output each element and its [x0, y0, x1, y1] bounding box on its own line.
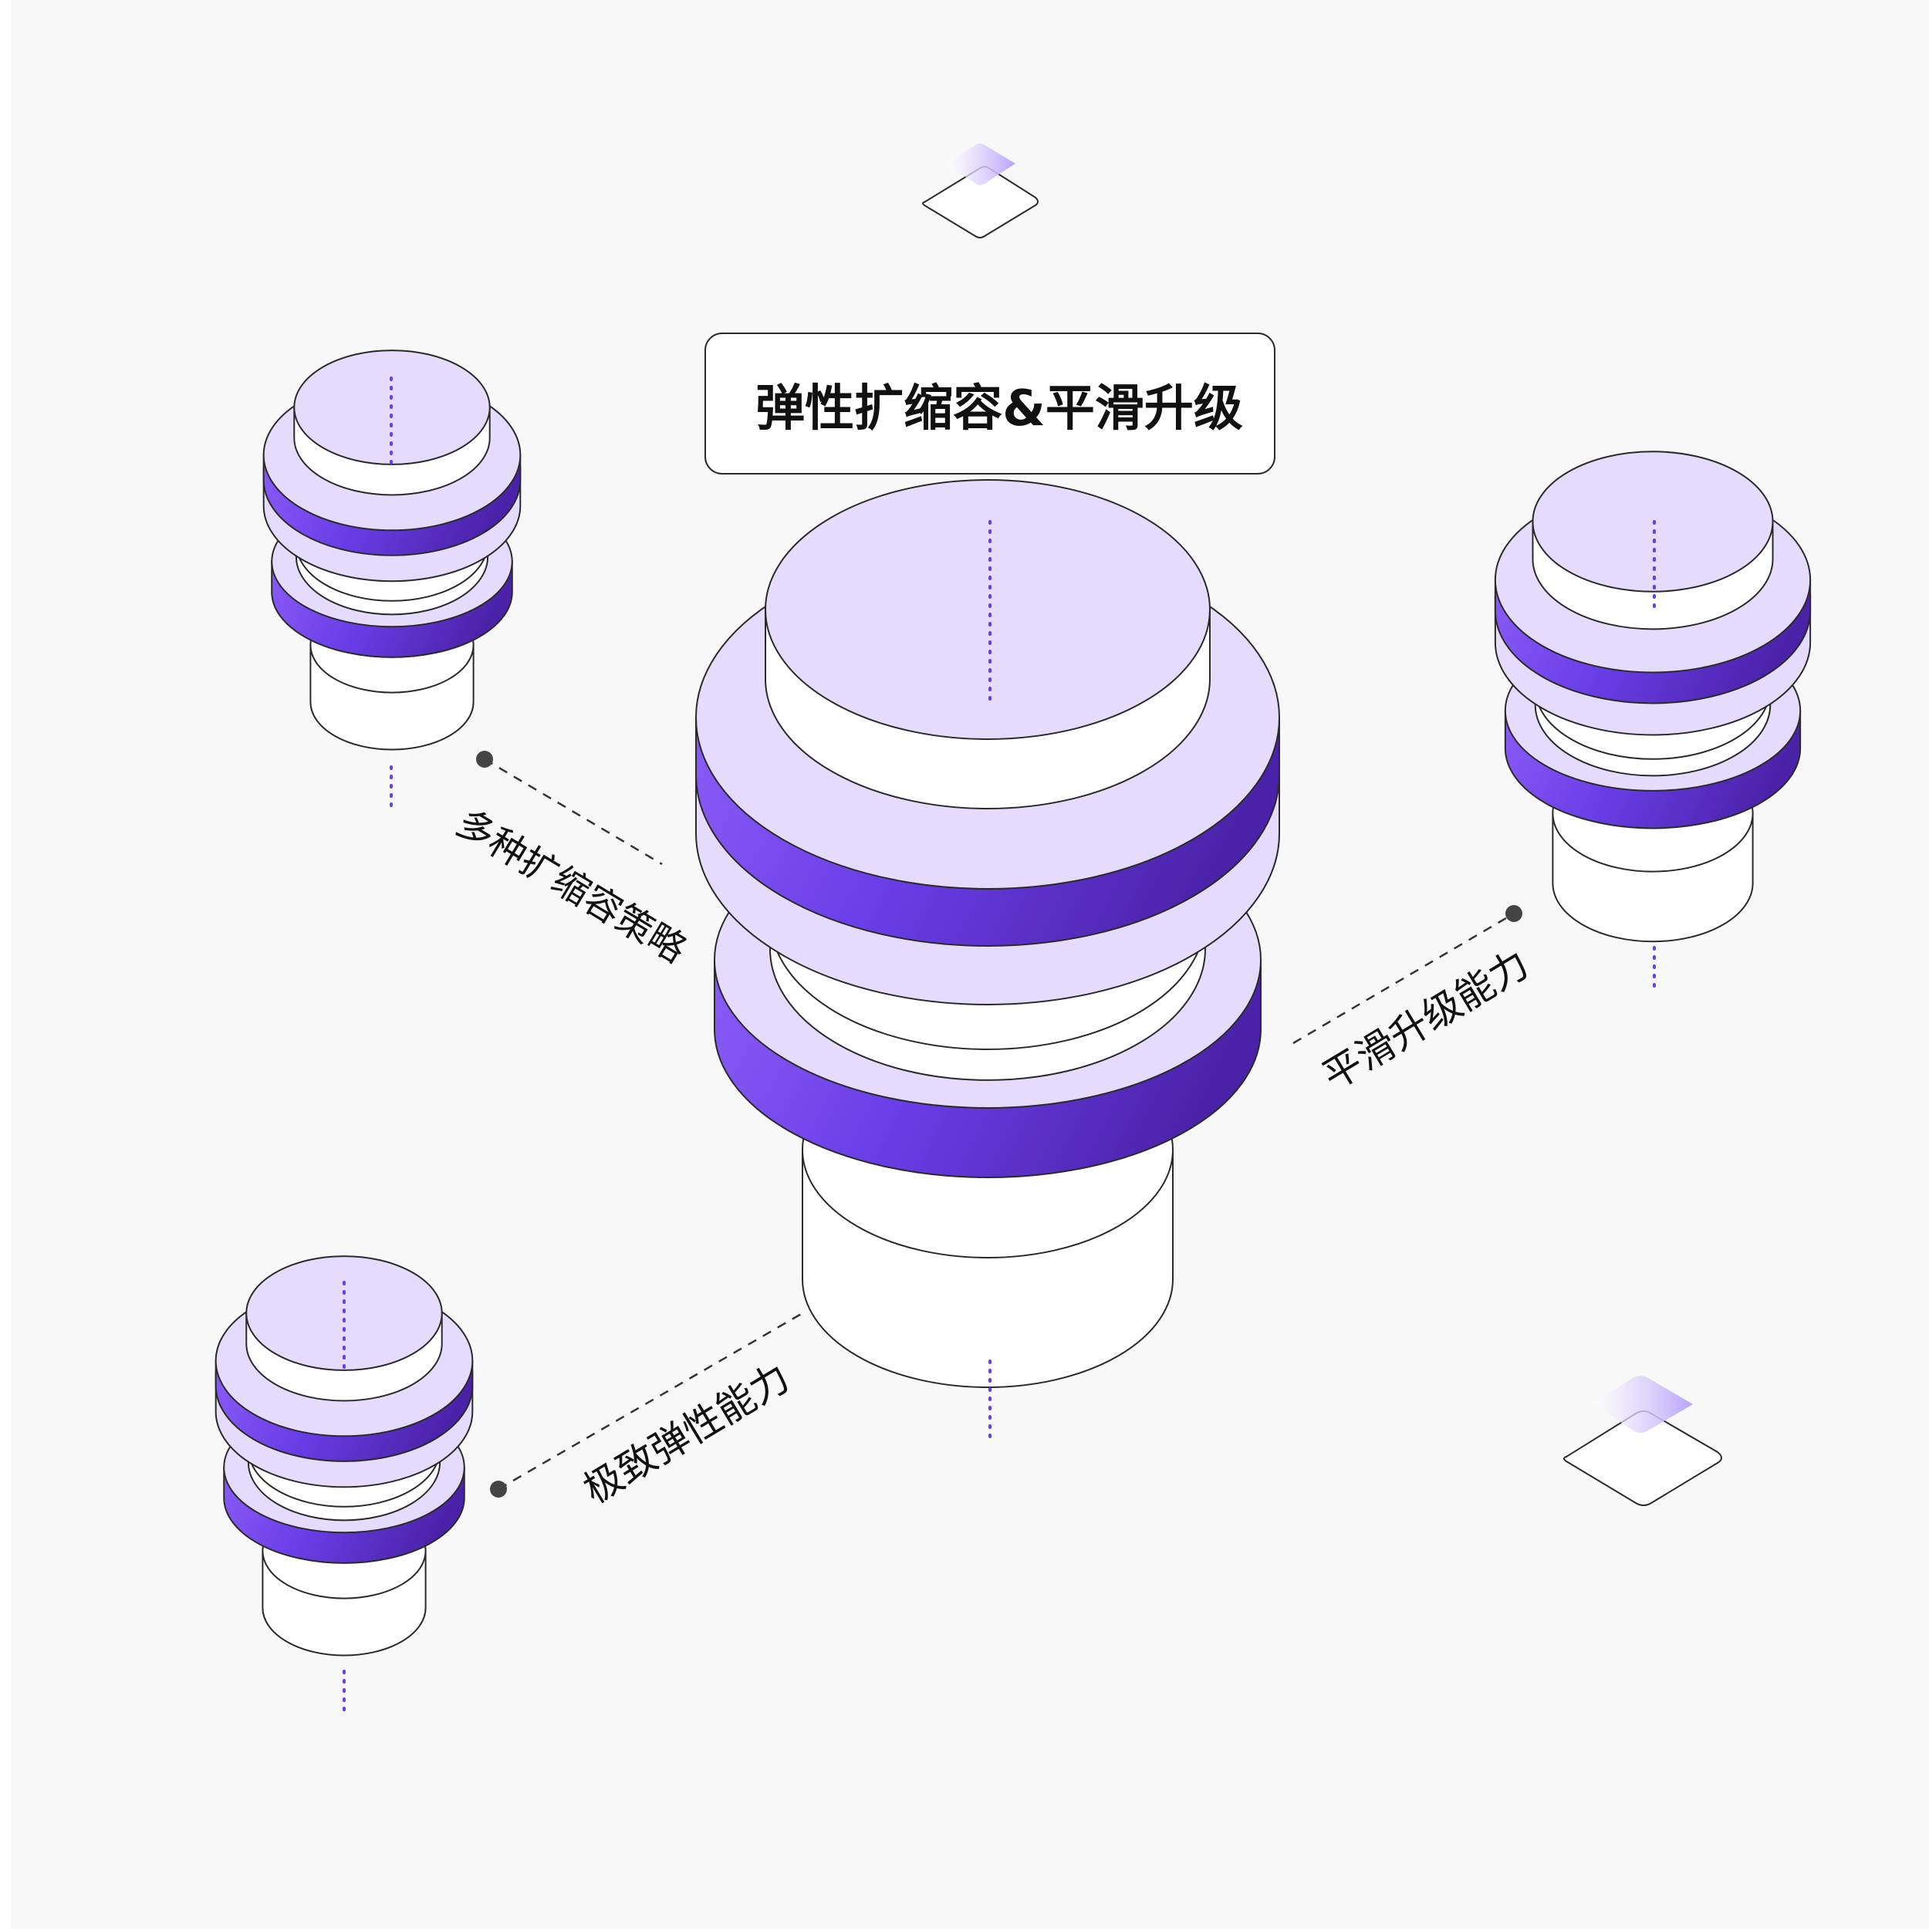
title-box: 弹性扩缩容&平滑升级 — [704, 333, 1275, 475]
stack-right — [1494, 451, 1812, 943]
connector-elasticity — [498, 1312, 803, 1491]
diamond-icon-top — [922, 144, 1039, 238]
connectors — [484, 758, 1515, 1491]
stack-main-layer-5 — [765, 479, 1211, 809]
connector-dot-strategies — [476, 751, 493, 768]
connector-smooth-upgrade — [1292, 912, 1515, 1045]
diamond-icon-bottom-right — [1563, 1376, 1722, 1506]
connector-dot-elasticity — [490, 1481, 507, 1498]
connector-strategies — [484, 758, 663, 866]
stack-top-left-layer-5 — [293, 350, 491, 496]
stack-bottom-left — [215, 1255, 474, 1657]
page-title: 弹性扩缩容&平滑升级 — [755, 380, 1243, 437]
stack-main — [695, 479, 1280, 1388]
stack-top-left — [262, 350, 522, 751]
connector-dot-smooth-upgrade — [1505, 905, 1522, 922]
